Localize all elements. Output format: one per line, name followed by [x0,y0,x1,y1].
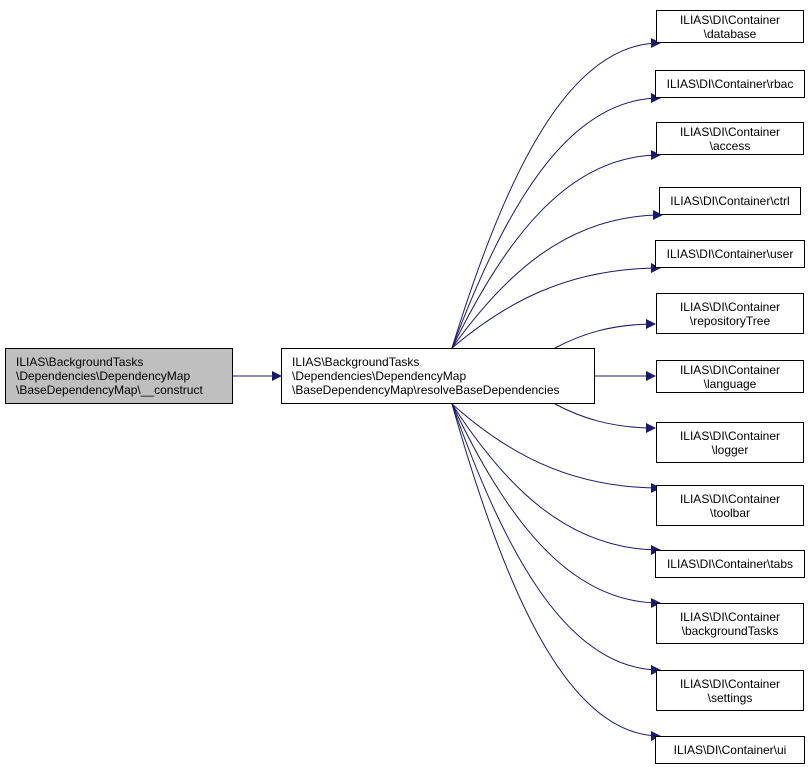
node-container-ui-label-line: ILIAS\DI\Container\ui [673,743,787,757]
node-container-toolbar[interactable]: ILIAS\DI\Container\toolbar [656,485,804,526]
node-container-ctrl-label-line: ILIAS\DI\Container\ctrl [670,194,790,208]
node-container-access-label-line: ILIAS\DI\Container [679,124,781,139]
node-container-user[interactable]: ILIAS\DI\Container\user [655,240,805,268]
node-container-rbac[interactable]: ILIAS\DI\Container\rbac [655,70,805,98]
node-resolve-base-dependencies-label-line: ILIAS\BackgroundTasks [292,355,420,369]
node-container-database[interactable]: ILIAS\DI\Container\database [656,10,804,43]
edge-to-target [451,403,661,741]
node-container-settings[interactable]: ILIAS\DI\Container\settings [656,670,804,711]
edge-to-target [451,403,661,675]
node-container-language[interactable]: ILIAS\DI\Container\language [656,360,804,393]
node-container-settings-label-line: \settings [707,690,753,705]
node-resolve-base-dependencies-label-line: \Dependencies\DependencyMap [292,369,467,383]
node-container-tabs-label-line: ILIAS\DI\Container\tabs [666,557,794,571]
node-container-database-label-line: \database [703,26,757,41]
node-container-toolbar-label-line: \toolbar [709,505,751,520]
node-container-ui[interactable]: ILIAS\DI\Container\ui [655,736,805,764]
edge-to-target [451,150,661,349]
node-container-language-label-line: \language [703,376,757,391]
node-container-repositorytree-label-line: \repositoryTree [689,313,771,328]
node-container-backgroundtasks-label-line: \backgroundTasks [681,623,779,638]
node-container-repositorytree[interactable]: ILIAS\DI\Container\repositoryTree [656,293,804,334]
edge-to-target [451,403,661,608]
node-container-access-label-line: \access [709,138,751,153]
node-construct-label-line: \BaseDependencyMap\__construct [16,383,203,397]
edge-to-target [451,263,661,349]
node-container-repositorytree-label-line: ILIAS\DI\Container [679,299,781,314]
node-container-rbac-label-line: ILIAS\DI\Container\rbac [666,77,794,91]
edge-to-target [554,319,656,349]
node-container-logger-label-line: ILIAS\DI\Container [679,428,781,443]
edge-to-target [451,403,661,555]
node-construct-label-line: \Dependencies\DependencyMap [16,369,191,383]
edge-to-target [451,210,663,349]
node-container-user-label-line: ILIAS\DI\Container\user [666,247,794,261]
node-container-tabs[interactable]: ILIAS\DI\Container\tabs [655,550,805,578]
node-container-backgroundtasks[interactable]: ILIAS\DI\Container\backgroundTasks [656,603,804,644]
node-container-toolbar-label-line: ILIAS\DI\Container [679,491,781,506]
node-resolve-base-dependencies-label-line: \BaseDependencyMap\resolveBaseDependenci… [292,383,560,397]
node-container-ctrl[interactable]: ILIAS\DI\Container\ctrl [659,187,801,215]
node-container-logger[interactable]: ILIAS\DI\Container\logger [656,422,804,463]
node-container-database-label-line: ILIAS\DI\Container [679,12,781,27]
edge-to-target [451,93,661,349]
edge-to-target [451,38,661,349]
node-container-logger-label-line: \logger [711,442,749,457]
edge-to-target [451,403,661,493]
node-container-backgroundtasks-label-line: ILIAS\DI\Container [679,609,781,624]
node-container-access[interactable]: ILIAS\DI\Container\access [656,122,804,155]
node-construct-label-line: ILIAS\BackgroundTasks [16,355,144,369]
node-resolve-base-dependencies[interactable]: ILIAS\BackgroundTasks\Dependencies\Depen… [281,348,595,404]
node-container-settings-label-line: ILIAS\DI\Container [679,676,781,691]
node-container-language-label-line: ILIAS\DI\Container [679,362,781,377]
edge-to-target [554,403,656,433]
node-construct: ILIAS\BackgroundTasks\Dependencies\Depen… [5,348,233,404]
